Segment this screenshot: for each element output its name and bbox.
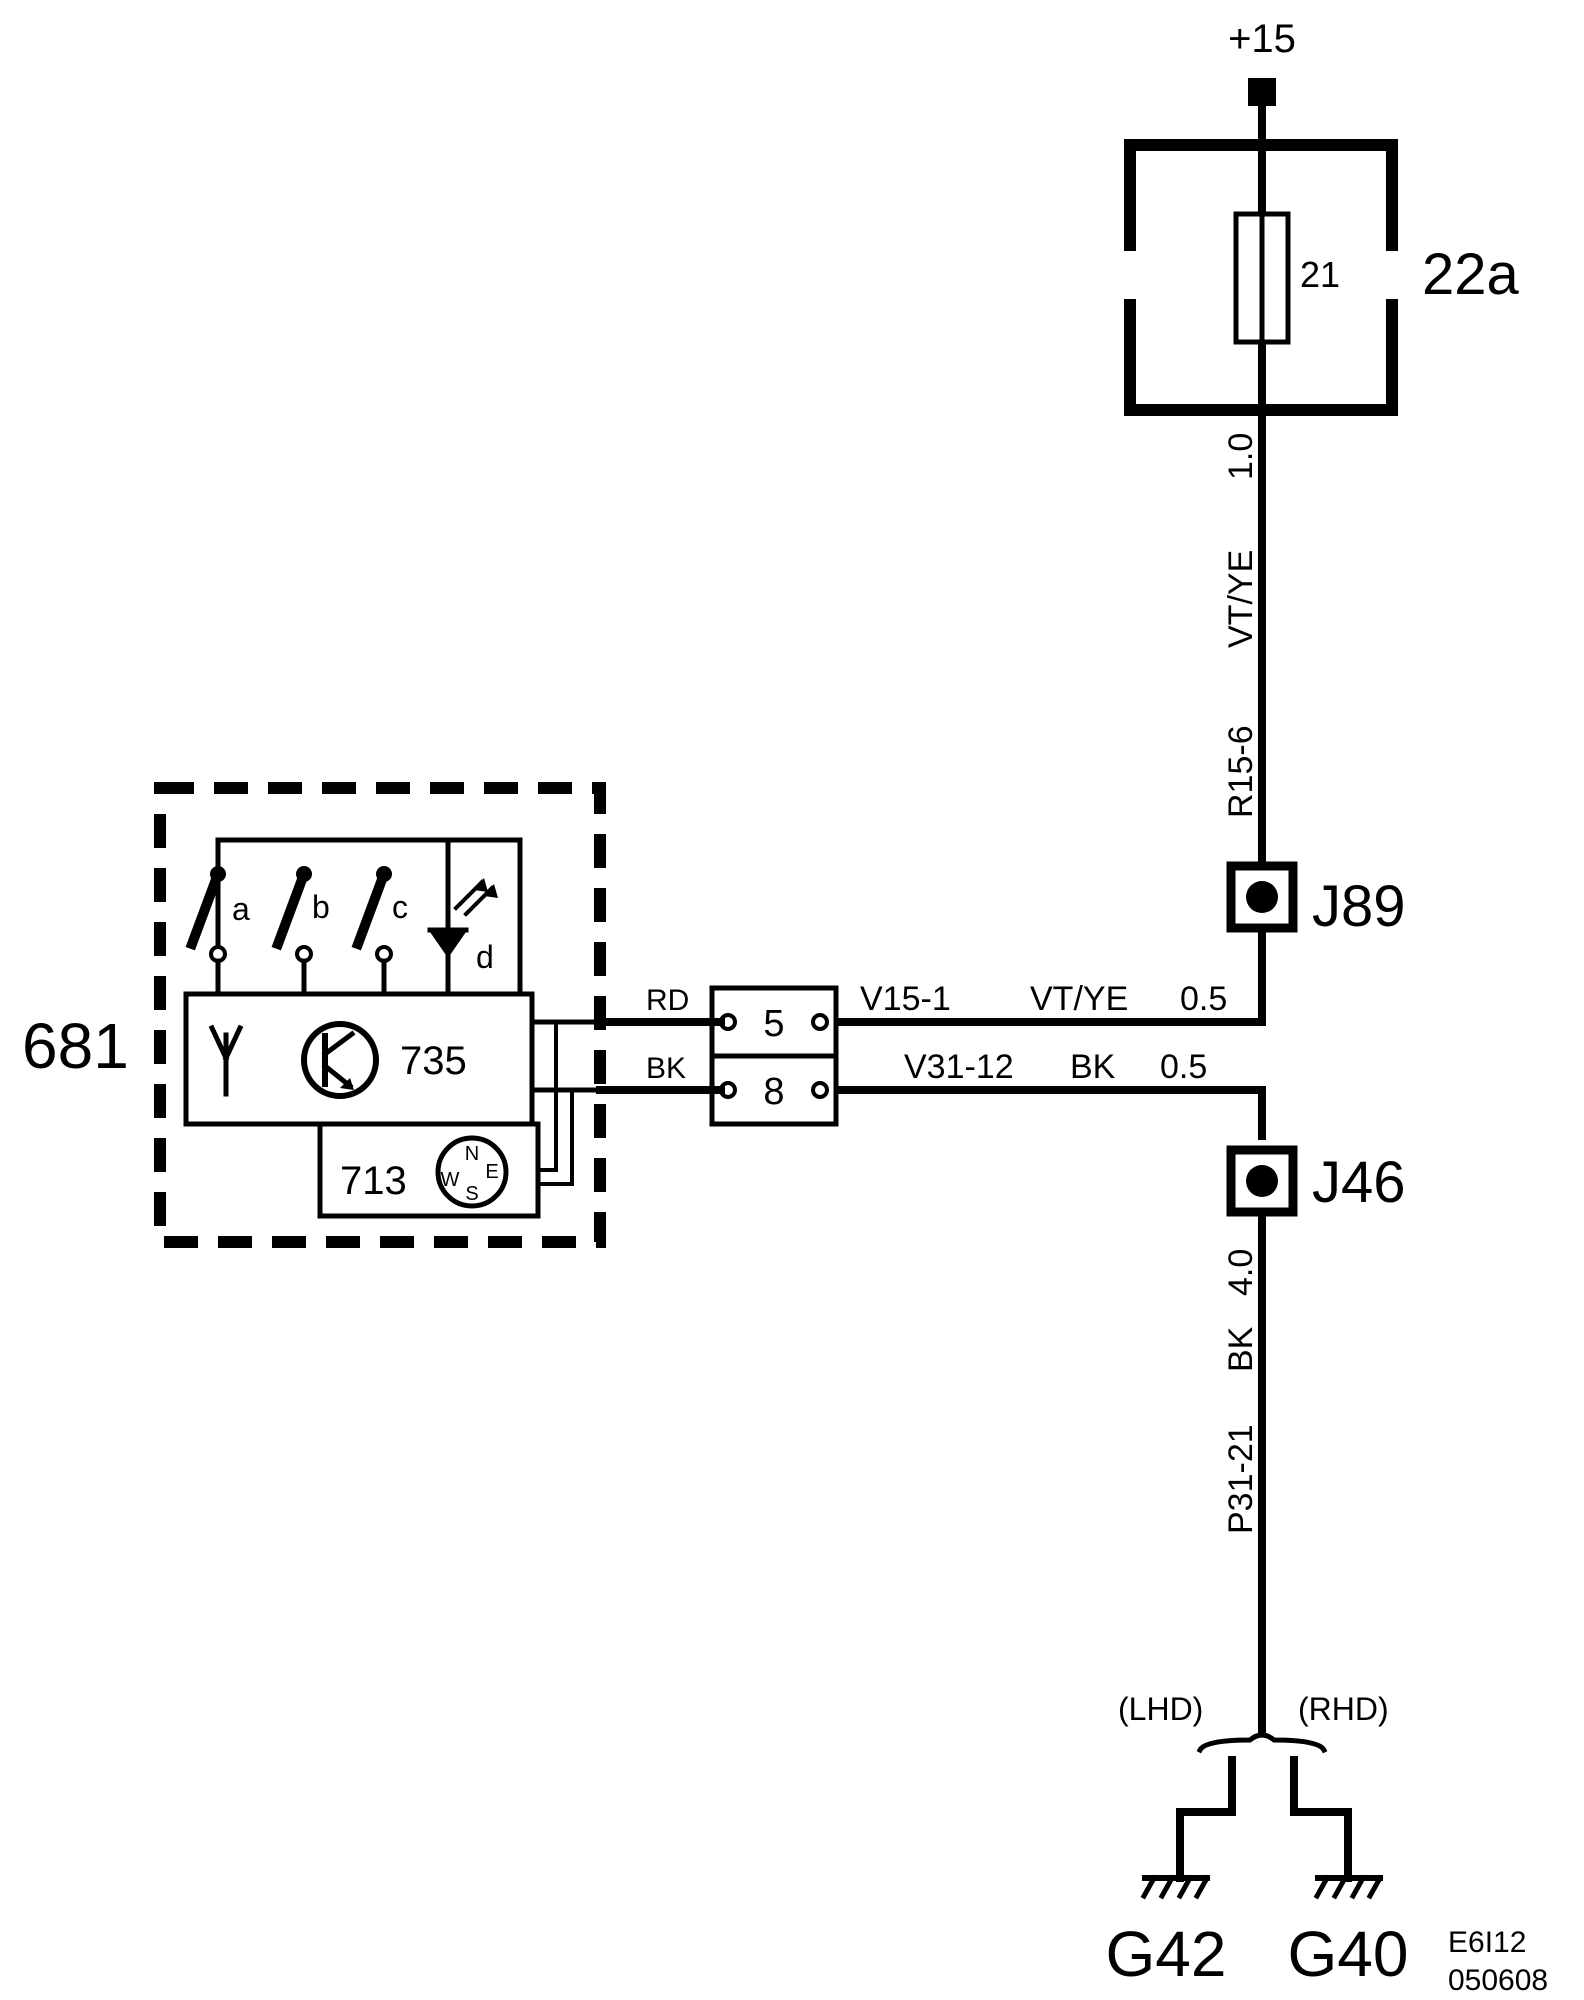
ground-g40-wire [1290,1756,1352,1882]
fuse-box-22a [1124,139,1398,416]
module-681-boundary [154,782,606,1248]
connector-block [709,985,839,1127]
junction-j89-label: J89 [1312,874,1406,939]
switch-c-label: c [392,889,408,925]
transmitter-label: 735 [400,1039,467,1083]
wire-pin5-module-color: RD [646,984,689,1017]
lhd-label: (LHD) [1118,1691,1203,1727]
option-bridge [1196,1732,1328,1754]
junction-j46-dot [1246,1165,1278,1197]
switch-a-label: a [232,891,250,927]
wire-lower-color: BK [1222,1326,1260,1372]
compass-icon [435,1135,509,1209]
ground-g42-icon [1140,1874,1211,1900]
compass-e: E [485,1161,498,1183]
fuse-box-id: 22a [1422,242,1520,307]
switch-bus [215,837,523,997]
switch-b [271,866,313,997]
compass-w: W [441,1169,460,1191]
wire-pin8-module-color: BK [646,1052,686,1085]
rhd-label: (RHD) [1298,1691,1389,1727]
wire-lower-size: 4.0 [1222,1249,1260,1296]
connector-pin5-right [811,1013,829,1031]
connector-pin8-label: 8 [763,1071,784,1113]
footer-code: E6I12 [1448,1926,1526,1959]
ground-g42-label: G42 [1106,1918,1227,1990]
switch-a [185,866,227,997]
led-label: d [476,939,494,975]
ground-g40-label: G40 [1288,1918,1409,1990]
compass-n: N [465,1143,479,1165]
wire-pin5-color: VT/YE [1030,980,1128,1018]
supply-label: +15 [1228,17,1296,61]
connector-pin5-label: 5 [763,1003,784,1045]
wire-top-code: R15-6 [1222,725,1260,818]
wire-pin8-harness [816,1086,1266,1140]
switch-b-label: b [312,889,330,925]
junction-j89-dot [1246,881,1278,913]
transistor-icon [301,1021,379,1099]
supply-terminal [1248,78,1276,106]
module-681-label: 681 [22,1010,129,1082]
compass-label: 713 [340,1159,407,1203]
wire-pin8-size: 0.5 [1160,1048,1207,1086]
led-icon [427,837,498,997]
wire-pin8-code: V31-12 [904,1048,1014,1086]
compass-s: S [465,1183,478,1205]
ground-g40-icon [1313,1874,1384,1900]
wire-top-color: VT/YE [1222,550,1260,648]
wire-lower-code: P31-21 [1222,1424,1260,1534]
footer-date: 050608 [1448,1964,1548,1997]
antenna-icon [208,1024,244,1097]
ground-g42-wire [1176,1756,1236,1882]
wire-pin8-color: BK [1070,1048,1116,1086]
wire-pin5-size: 0.5 [1180,980,1227,1018]
connector-pin8-right [811,1081,829,1099]
wire-top-size: 1.0 [1222,433,1260,480]
fuse-number: 21 [1300,254,1340,295]
switch-c [351,866,393,997]
wire-pin5-code: V15-1 [860,980,951,1018]
junction-j46-label: J46 [1312,1150,1406,1215]
